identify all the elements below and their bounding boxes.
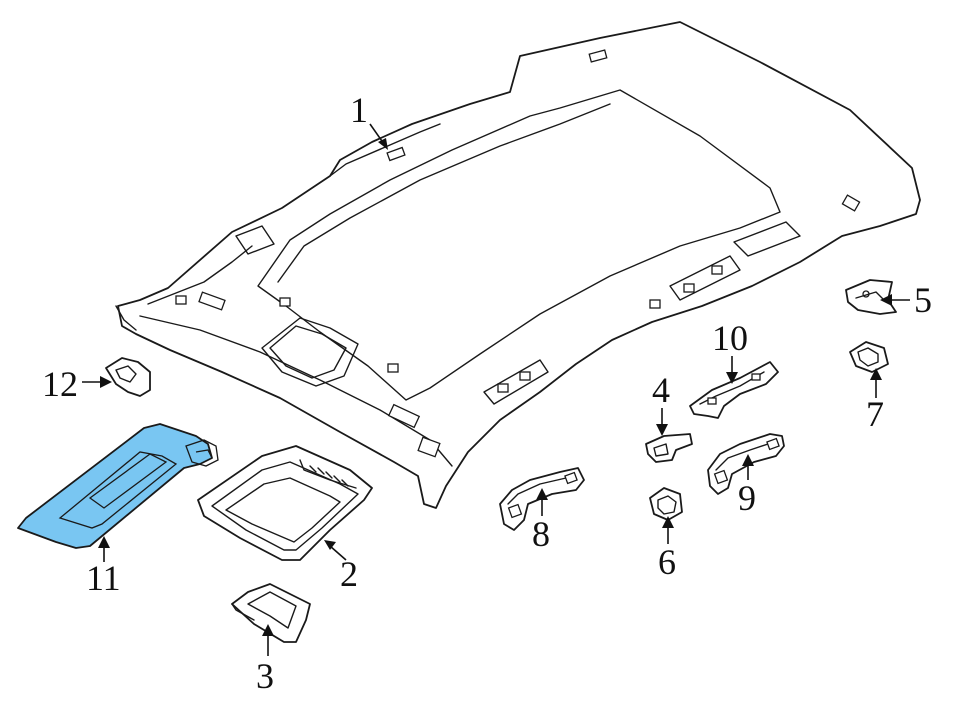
callout-label-3: 3 <box>256 656 274 696</box>
clip-rail-part-10[interactable] <box>689 361 779 419</box>
callout-3[interactable]: 3 <box>256 624 274 696</box>
callout-5[interactable]: 5 <box>880 280 932 320</box>
lamp-cover-part[interactable] <box>231 583 311 643</box>
callout-label-1: 1 <box>350 90 368 130</box>
callout-label-6: 6 <box>658 542 676 582</box>
sun-visor-part-11[interactable] <box>17 423 219 549</box>
visor-clip-part-12[interactable] <box>105 357 151 397</box>
callout-label-11: 11 <box>86 558 121 598</box>
callout-label-9: 9 <box>738 478 756 518</box>
callout-6[interactable]: 6 <box>658 516 676 582</box>
callout-label-8: 8 <box>532 514 550 554</box>
callouts: 1 2 3 4 5 6 <box>42 90 932 696</box>
callout-label-7: 7 <box>866 394 884 434</box>
overhead-console-part[interactable] <box>197 445 373 561</box>
grab-handle-part-8[interactable] <box>499 467 585 531</box>
callout-label-10: 10 <box>712 318 748 358</box>
callout-11[interactable]: 11 <box>86 536 121 598</box>
callout-1[interactable]: 1 <box>350 90 388 150</box>
callout-8[interactable]: 8 <box>532 488 550 554</box>
clip-part-4[interactable] <box>645 433 693 463</box>
callout-4[interactable]: 4 <box>652 370 670 436</box>
headliner-part[interactable] <box>115 21 921 509</box>
callout-10[interactable]: 10 <box>712 318 748 384</box>
callout-label-2: 2 <box>340 554 358 594</box>
bumper-part-6[interactable] <box>649 487 683 521</box>
bumper-part-7[interactable] <box>849 341 889 373</box>
callout-label-5: 5 <box>914 280 932 320</box>
callout-label-4: 4 <box>652 370 670 410</box>
callout-2[interactable]: 2 <box>324 540 358 594</box>
callout-12[interactable]: 12 <box>42 364 112 404</box>
callout-7[interactable]: 7 <box>866 368 884 434</box>
bracket-part-5[interactable] <box>845 279 897 315</box>
callout-9[interactable]: 9 <box>738 454 756 518</box>
callout-label-12: 12 <box>42 364 78 404</box>
